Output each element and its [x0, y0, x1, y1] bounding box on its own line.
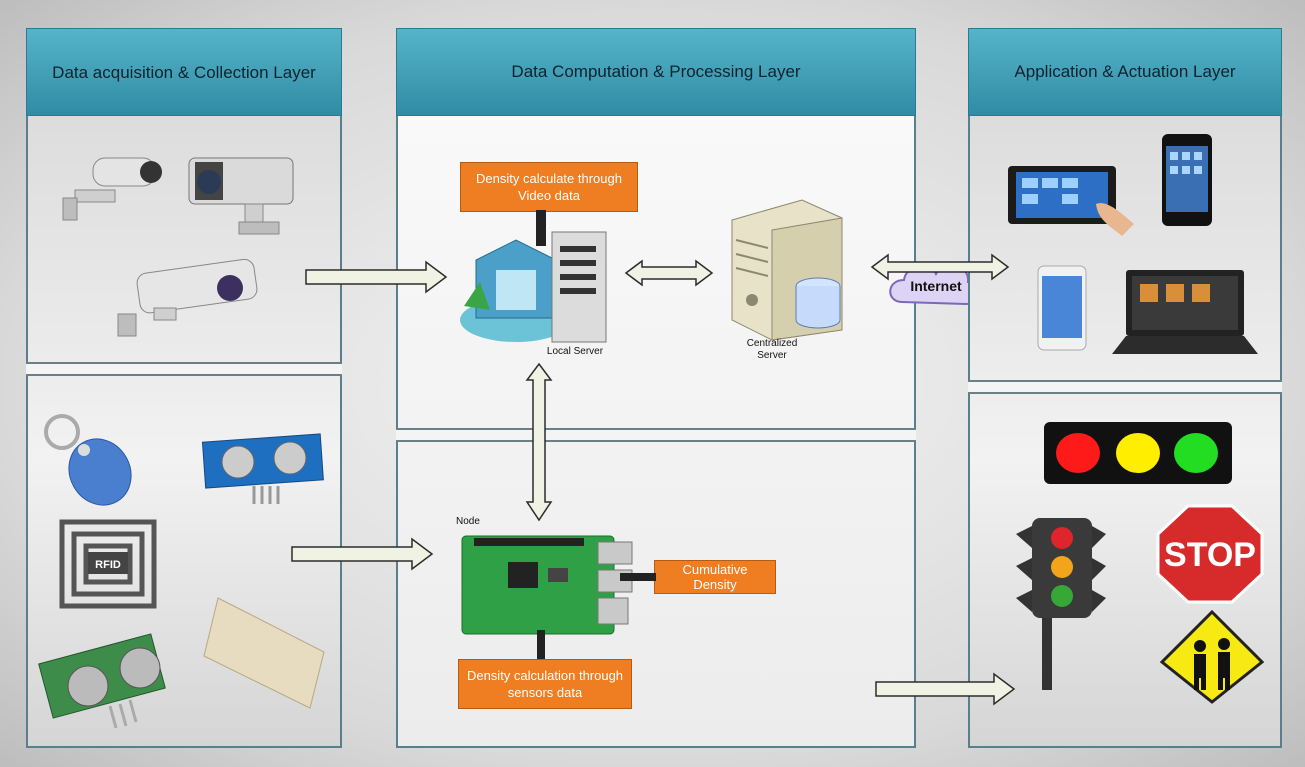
rfid-card-icon: [203, 597, 325, 709]
arrow-local-node: [525, 362, 553, 522]
acquisition-layer-divider: [26, 362, 342, 376]
computation-layer-title: Data Computation & Processing Layer: [511, 62, 801, 81]
ultrasonic-module-icon: [38, 633, 166, 729]
video-density-text: Density calculate through Video data: [476, 171, 622, 203]
tablet-icon: [1008, 166, 1134, 236]
acquisition-layer-title: Data acquisition & Collection Layer: [52, 62, 316, 82]
internet-label: Internet: [910, 278, 962, 294]
rfid-text: RFID: [95, 559, 121, 571]
smartphone-icon: [1162, 134, 1212, 226]
node-connector-bottom: [537, 630, 545, 660]
raspberry-pi-node-icon: [461, 535, 633, 635]
arrow-central-app: [870, 253, 1010, 281]
video-box-connector: [536, 210, 546, 246]
arrow-local-central: [624, 259, 714, 287]
stop-sign-icon: STOP: [1156, 504, 1264, 604]
laptop-icon: [1112, 270, 1258, 354]
android-phone-icon: [1037, 265, 1087, 351]
arrow-to-actuation: [875, 672, 1016, 706]
cumulative-density-text: Cumulative Density: [682, 562, 748, 592]
cumulative-density-box: Cumulative Density: [654, 560, 776, 594]
cctv-camera-icon: [62, 157, 162, 221]
stop-text: STOP: [1164, 536, 1256, 574]
local-server-label: Local Server: [546, 346, 604, 357]
node-connector-right: [620, 573, 656, 581]
node-label: Node: [456, 516, 480, 527]
application-layer-header: Application & Actuation Layer: [968, 28, 1282, 116]
local-server-icon: [460, 210, 607, 343]
green-light-icon: [1174, 433, 1218, 473]
arrow-sensors-to-node: [291, 537, 434, 571]
security-camera-icon: [188, 157, 294, 235]
centralized-server-label: Centralized Server: [746, 338, 798, 361]
application-layer-title: Application & Actuation Layer: [1014, 62, 1236, 81]
ultrasonic-sensor-icon: [201, 433, 324, 504]
video-density-box: Density calculate through Video data: [460, 162, 638, 212]
centralized-server-icon: [731, 199, 843, 341]
computation-layer-header: Data Computation & Processing Layer: [396, 28, 916, 116]
traffic-light-icon: [1016, 518, 1106, 690]
rfid-tag-icon: RFID: [59, 519, 157, 609]
computation-layer-divider: [396, 428, 916, 442]
acquisition-layer-panel: [26, 28, 342, 748]
sensor-density-box: Density calculation through sensors data: [458, 659, 632, 709]
school-crossing-sign-icon: [1159, 609, 1265, 704]
application-layer-divider: [968, 380, 1282, 394]
rfid-keyfob-icon: [44, 414, 132, 506]
bullet-camera-icon: [117, 258, 258, 337]
arrow-cameras-to-local-server: [305, 260, 448, 294]
sensor-density-text: Density calculation through sensors data: [466, 668, 624, 700]
red-light-icon: [1056, 433, 1100, 473]
acquisition-layer-header: Data acquisition & Collection Layer: [26, 28, 342, 116]
yellow-light-icon: [1116, 433, 1160, 473]
